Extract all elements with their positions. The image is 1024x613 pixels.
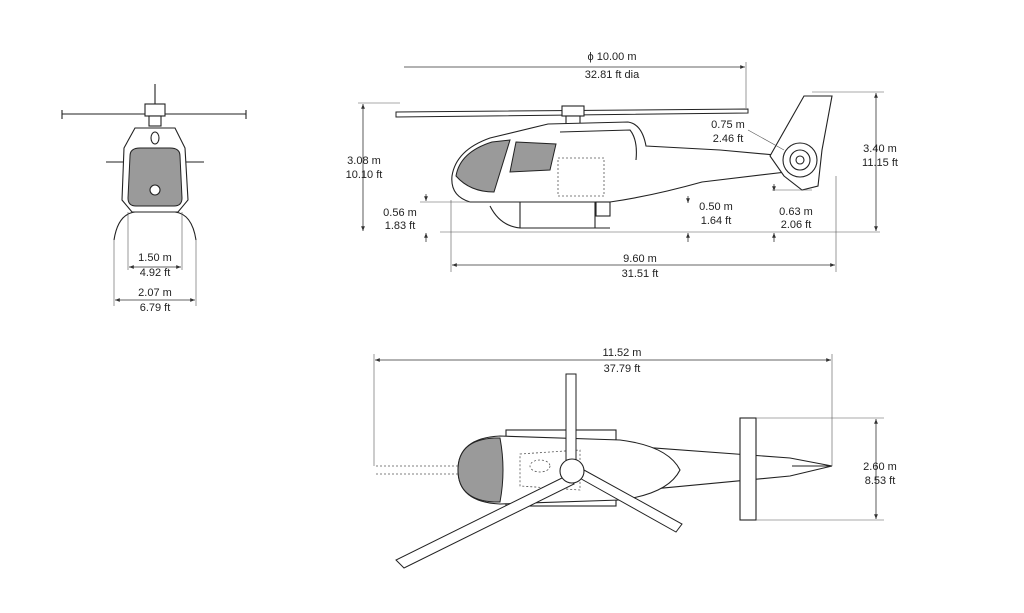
tail-rotor-ft-label: 2.46 ft [713, 133, 744, 145]
skid-height-ft-label: 1.64 ft [701, 215, 732, 227]
overall-length-m-label: 11.52 m [603, 347, 642, 359]
fuselage-width-ft-label: 4.92 ft [140, 267, 171, 279]
tail-clearance-m-label: 0.63 m [779, 206, 813, 218]
stabilizer-span-ft-label: 8.53 ft [865, 475, 896, 487]
overall-height-m-label: 3.40 m [863, 143, 897, 155]
fuselage-clearance-m-label: 0.56 m [383, 207, 417, 219]
rotor-hub-height-ft-label: 10.10 ft [346, 169, 383, 181]
skid-height-m-label: 0.50 m [699, 201, 733, 213]
rotor-diameter-m-label: ϕ 10.00 m [588, 51, 637, 63]
tail-clearance-ft-label: 2.06 ft [781, 219, 812, 231]
top-view [373, 354, 884, 569]
fuselage-width-m-label: 1.50 m [138, 252, 172, 264]
side-view [358, 62, 884, 272]
fuselage-length-ft-label: 31.51 ft [622, 268, 659, 280]
overall-length-ft-label: 37.79 ft [604, 363, 641, 375]
skid-width-m-label: 2.07 m [138, 287, 172, 299]
overall-height-ft-label: 11.15 ft [862, 157, 898, 169]
tail-rotor-m-label: 0.75 m [711, 119, 745, 131]
fuselage-clearance-ft-label: 1.83 ft [385, 220, 416, 232]
front-view [61, 84, 247, 306]
rotor-diameter-ft-label: 32.81 ft dia [585, 69, 640, 81]
stabilizer-span-m-label: 2.60 m [863, 461, 897, 473]
rotor-hub-height-m-label: 3.08 m [347, 155, 381, 167]
fuselage-length-m-label: 9.60 m [623, 253, 657, 265]
skid-width-ft-label: 6.79 ft [140, 302, 171, 314]
